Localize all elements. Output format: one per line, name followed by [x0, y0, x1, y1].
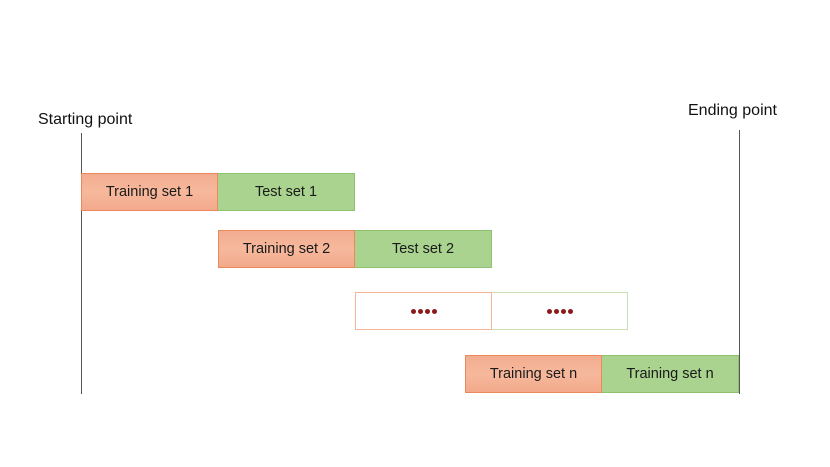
training-set-1-block: Training set 1 — [81, 173, 218, 211]
ellipsis-dots — [410, 308, 437, 314]
starting-point-line — [81, 133, 82, 394]
test-set-2-block: Test set 2 — [355, 230, 492, 268]
ellipsis-dots — [546, 308, 573, 314]
training-set-2-block: Training set 2 — [218, 230, 355, 268]
ellipsis-test-block — [492, 292, 628, 330]
ending-point-label: Ending point — [688, 102, 777, 119]
ending-point-line — [739, 130, 740, 394]
test-set-n-block: Training set n — [602, 355, 739, 393]
starting-point-label: Starting point — [38, 111, 133, 128]
ellipsis-training-block — [355, 292, 492, 330]
test-set-1-block: Test set 1 — [218, 173, 355, 211]
training-set-n-block: Training set n — [465, 355, 602, 393]
